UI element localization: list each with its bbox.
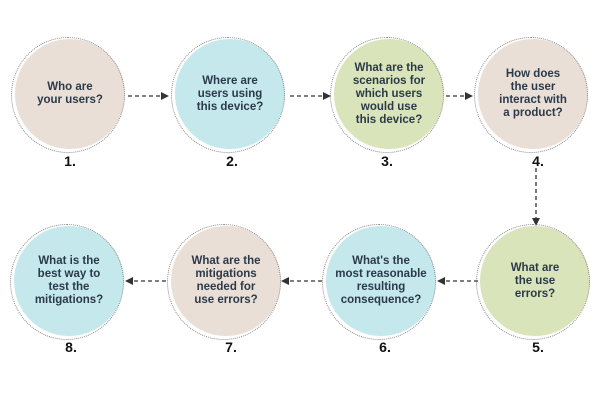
step-6: What's the most reasonable resulting con… xyxy=(322,224,440,342)
step-6-question: What's the most reasonable resulting con… xyxy=(335,255,427,306)
step-1-question: Who are your users? xyxy=(37,81,103,106)
step-2: Where are users using this device? xyxy=(171,37,289,155)
step-4-question: How does the user interact with a produc… xyxy=(499,68,567,119)
step-3-question: What are the scenarios for which users w… xyxy=(352,61,426,126)
step-7-number: 7. xyxy=(225,339,237,355)
step-1: Who are your users? xyxy=(11,37,129,155)
step-7-question: What are the mitigations needed for use … xyxy=(191,255,261,306)
step-4-number: 4. xyxy=(532,153,544,169)
step-5-number: 5. xyxy=(532,339,544,355)
step-3-number: 3. xyxy=(381,153,393,169)
step-3: What are the scenarios for which users w… xyxy=(330,37,448,155)
step-6-number: 6. xyxy=(379,339,391,355)
step-2-question: Where are users using this device? xyxy=(196,74,264,113)
step-5-question: What are the use errors? xyxy=(510,261,560,300)
step-4: How does the user interact with a produc… xyxy=(474,37,592,155)
step-7: What are the mitigations needed for use … xyxy=(167,224,285,342)
step-8: What is the best way to test the mitigat… xyxy=(10,224,128,342)
step-8-number: 8. xyxy=(65,339,77,355)
step-8-question: What is the best way to test the mitigat… xyxy=(34,255,104,306)
step-5: What are the use errors? xyxy=(476,224,594,342)
step-1-number: 1. xyxy=(64,153,76,169)
step-2-number: 2. xyxy=(226,153,238,169)
